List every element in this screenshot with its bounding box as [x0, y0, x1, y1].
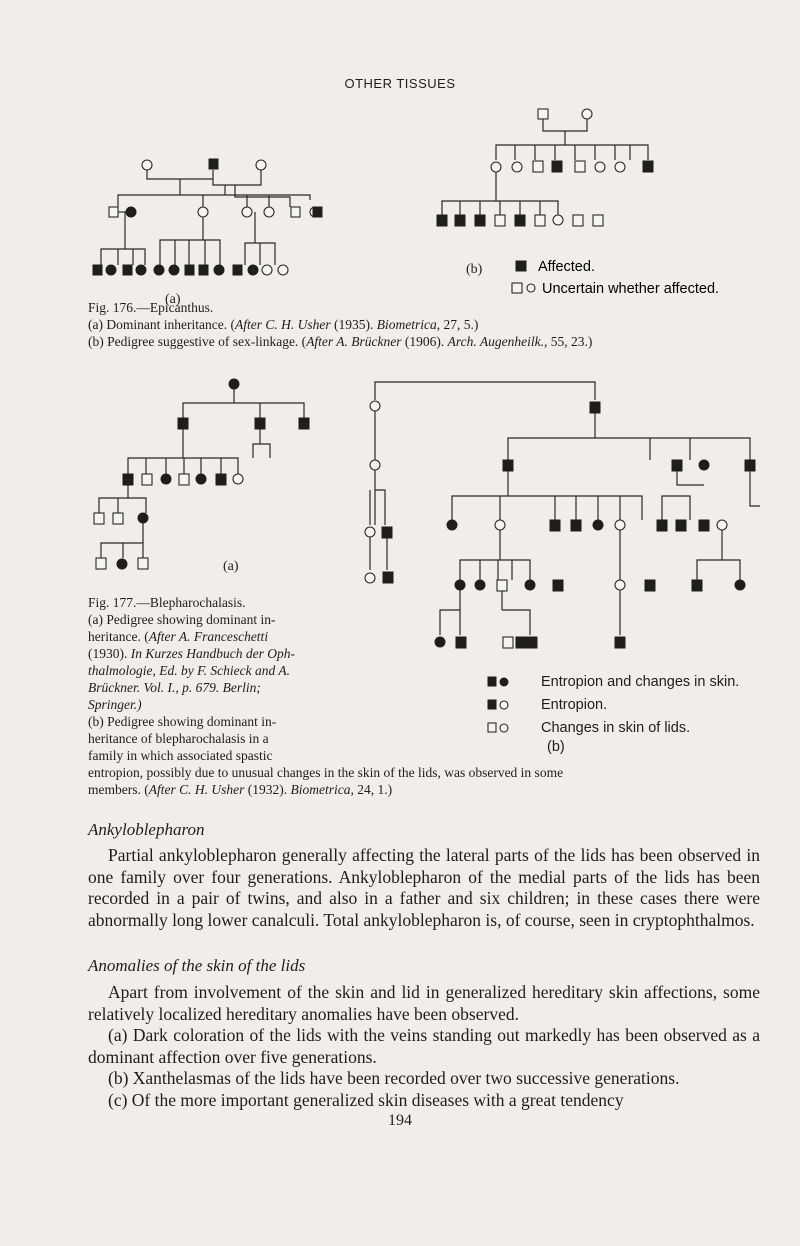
legend-entropion-icon [487, 699, 509, 710]
paragraph: (c) Of the more important generalized sk… [108, 1089, 624, 1110]
paragraph: Apart from involvement of the skin and l… [88, 982, 760, 1024]
running-header: OTHER TISSUES [344, 76, 456, 91]
fig177-caption-a-4: thalmologie, Ed. by F. Schieck and A. [88, 663, 290, 678]
fig177-caption-a-6: Springer.) [88, 697, 142, 712]
paragraph: Partial ankyloblepharon generally affect… [88, 845, 760, 930]
fig177-caption-a-5: Brückner. Vol. I., p. 679. Berlin; [88, 680, 261, 695]
paragraph: (a) Dark coloration of the lids with the… [88, 1025, 760, 1067]
fig177-caption-a-2-author: After A. Franceschetti [148, 629, 269, 644]
fig176-caption-b: (b) Pedigree suggestive of sex-linkage. … [88, 334, 307, 349]
section-body-skin-anomalies: Apart from involvement of the skin and l… [88, 982, 760, 1111]
legend-affected-entropion-skin-icon [487, 676, 509, 686]
fig177-caption-a-1: (a) Pedigree showing dominant in- [88, 612, 276, 627]
fig176b-legend-uncertain: Uncertain whether affected. [542, 281, 719, 297]
fig177-caption-b-5-journal: Biometrica, [290, 782, 354, 797]
fig176-caption-b-journal: Arch. Augenheilk., [447, 334, 548, 349]
section-body-ankyloblepharon: Partial ankyloblepharon generally affect… [88, 845, 760, 931]
fig177-caption-b-4: entropion, possibly due to unusual chang… [88, 765, 564, 780]
fig176b-legend-affected: Affected. [538, 259, 595, 275]
fig177-caption-a-3-book: In Kurzes Handbuch der Oph- [130, 646, 295, 661]
fig176b-label: (b) [466, 262, 483, 277]
fig176-caption-a: (a) Dominant inheritance. ( [88, 317, 235, 332]
fig177-caption-b-5-author: After C. H. Usher [148, 782, 245, 797]
fig176-caption: Fig. 176.—Epicanthus. (a) Dominant inher… [88, 299, 768, 350]
fig177b-label: (b) [547, 739, 565, 755]
fig176a-pedigree: (a) [92, 158, 323, 307]
fig177-caption-a-3: (1930). [88, 646, 131, 661]
fig176-caption-a-author: After C. H. Usher [234, 317, 331, 332]
section-heading-ankyloblepharon: Ankyloblepharon [88, 820, 205, 839]
fig177b-pedigree [364, 381, 760, 649]
paragraph: (b) Xanthelasmas of the lids have been r… [108, 1068, 680, 1088]
fig176-caption-title: Fig. 176.—Epicanthus. [88, 300, 214, 315]
fig176-caption-a-vol: 27, 5.) [440, 317, 479, 332]
fig177-caption-b-5-year: (1932). [244, 782, 291, 797]
fig177-caption-b-5: members. ( [88, 782, 149, 797]
fig177-legend: Entropion and changes in skin. Entropion… [487, 670, 777, 759]
fig177a-pedigree: (a) [93, 378, 310, 574]
fig176a-label: (a) [165, 292, 181, 307]
fig176-caption-b-year: (1906). [401, 334, 448, 349]
fig177-legend-2: Entropion. [541, 696, 608, 713]
fig177-caption-b-2: heritance of blepharochalasis in a [88, 731, 269, 746]
fig177-caption-wide: entropion, possibly due to unusual chang… [88, 764, 768, 798]
fig176b-pedigree: (b) Affected. Uncertain whether affected… [436, 108, 719, 297]
page-number: 194 [388, 1112, 412, 1129]
fig177-caption-b-1: (b) Pedigree showing dominant in- [88, 714, 277, 729]
fig176-caption-a-year: (1935). [330, 317, 377, 332]
fig177-legend-1: Entropion and changes in skin. [541, 673, 740, 690]
fig176-caption-b-author: After A. Brückner [306, 334, 402, 349]
fig177-caption-b-5-vol: 24, 1.) [353, 782, 393, 797]
fig177-caption-b-3: family in which associated spastic [88, 748, 273, 763]
fig177-legend-3: Changes in skin of lids. [541, 719, 691, 736]
fig177a-label: (a) [223, 559, 239, 574]
fig176-caption-b-vol: 55, 23.) [547, 334, 593, 349]
fig177-caption-a-2: heritance. ( [88, 629, 149, 644]
section-heading-skin-anomalies: Anomalies of the skin of the lids [88, 956, 306, 975]
fig177-caption: Fig. 177.—Blepharochalasis. (a) Pedigree… [88, 594, 378, 764]
legend-skin-changes-icon [487, 721, 509, 733]
fig176-caption-a-journal: Biometrica, [376, 317, 441, 332]
fig177-caption-title: Fig. 177.—Blepharochalasis. [88, 595, 246, 610]
